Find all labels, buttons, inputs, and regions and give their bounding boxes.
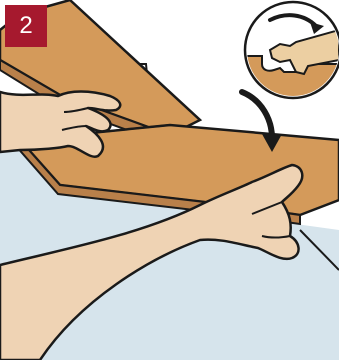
step-number-badge: 2	[5, 5, 47, 47]
left-hand	[0, 92, 120, 157]
